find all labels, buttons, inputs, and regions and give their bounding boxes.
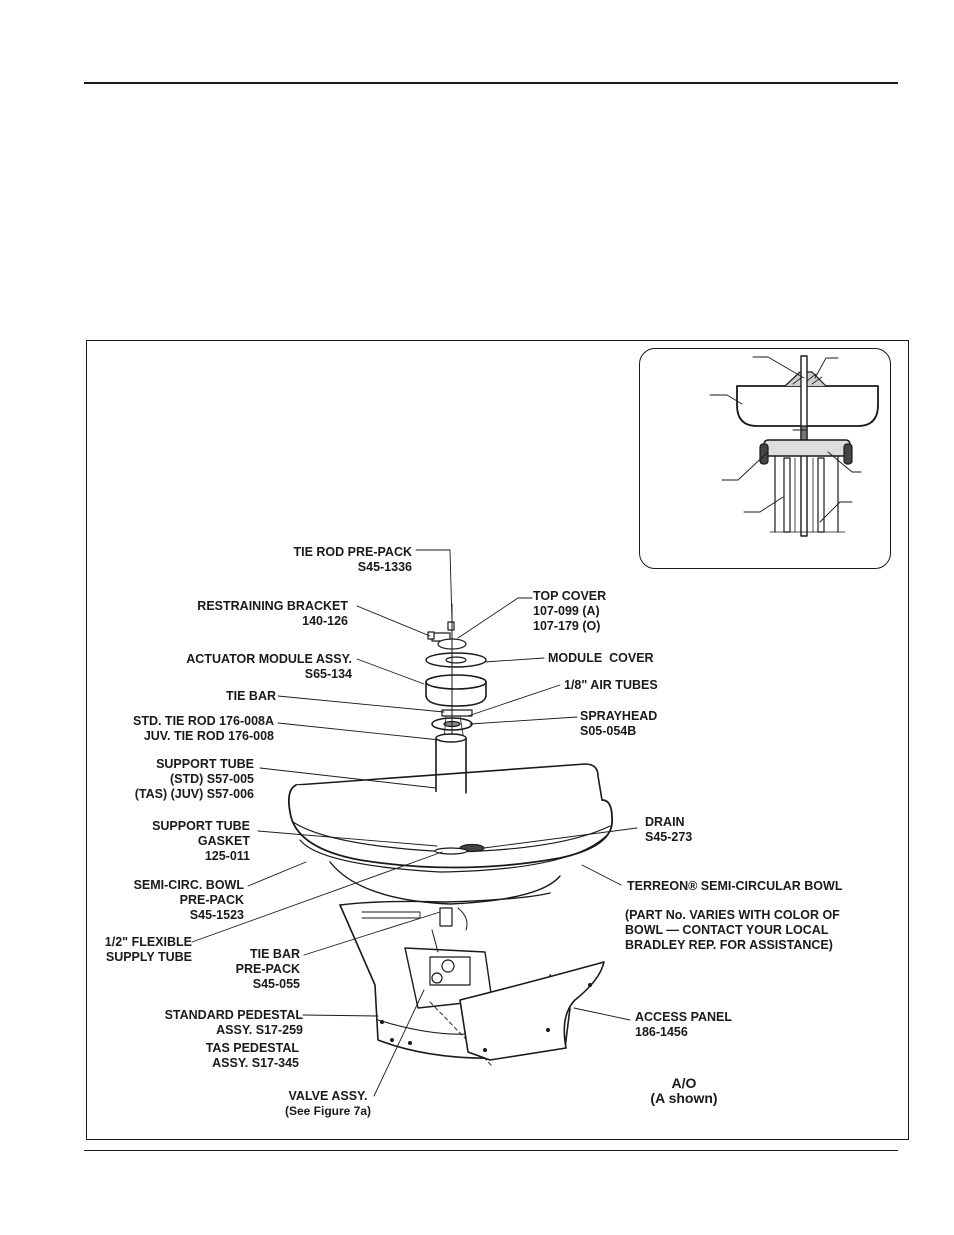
detail-cross-section	[709, 355, 879, 537]
label-air-tubes: 1/8" AIR TUBES	[564, 678, 658, 692]
label-top-cover: TOP COVER 107-099 (A) 107-179 (O)	[533, 589, 607, 633]
label-support-tube-gasket: SUPPORT TUBE GASKET 125-011	[152, 819, 250, 863]
label-restraining-bracket: RESTRAINING BRACKET 140-126	[197, 599, 348, 628]
label-flexible-supply-tube: 1/2" FLEXIBLE SUPPLY TUBE	[104, 935, 192, 964]
label-drain: DRAIN S45-273	[645, 815, 693, 844]
label-terreon-bowl-note: (PART No. VARIES WITH COLOR OF BOWL — CO…	[625, 908, 840, 952]
figure-frame	[86, 340, 909, 1140]
header-rule	[84, 82, 898, 84]
label-tie-rod-prepack: TIE ROD PRE-PACK S45-1336	[293, 545, 412, 574]
label-actuator-module: ACTUATOR MODULE ASSY. S65-134	[186, 652, 352, 681]
pedestal	[339, 892, 605, 1067]
semi-circular-bowl	[287, 763, 613, 905]
label-module-cover: MODULE COVER	[548, 651, 654, 665]
footer-rule	[84, 1150, 898, 1151]
label-terreon-bowl: TERREON® SEMI-CIRCULAR BOWL	[627, 879, 843, 893]
label-tie-rod: STD. TIE ROD 176-008A JUV. TIE ROD 176-0…	[132, 714, 274, 743]
label-access-panel: ACCESS PANEL 186-1456	[635, 1010, 733, 1039]
label-variant-note: A/O (A shown)	[650, 1075, 718, 1106]
label-valve-assy: VALVE ASSY. (See Figure 7a)	[284, 1089, 372, 1118]
label-support-tube: SUPPORT TUBE (STD) S57-005 (TAS) (JUV) S…	[134, 757, 254, 801]
label-tas-pedestal: TAS PEDESTAL ASSY. S17-345	[205, 1041, 299, 1070]
leader-lines	[191, 549, 638, 1097]
label-tie-bar-prepack: TIE BAR PRE-PACK S45-055	[235, 947, 300, 991]
detail-inset-frame	[639, 348, 891, 569]
label-tie-bar: TIE BAR	[226, 689, 276, 703]
label-semi-circ-bowl: SEMI-CIRC. BOWL PRE-PACK S45-1523	[133, 878, 244, 922]
label-sprayhead: SPRAYHEAD S05-054B	[580, 709, 658, 738]
label-standard-pedestal: STANDARD PEDESTAL ASSY. S17-259	[164, 1008, 303, 1037]
